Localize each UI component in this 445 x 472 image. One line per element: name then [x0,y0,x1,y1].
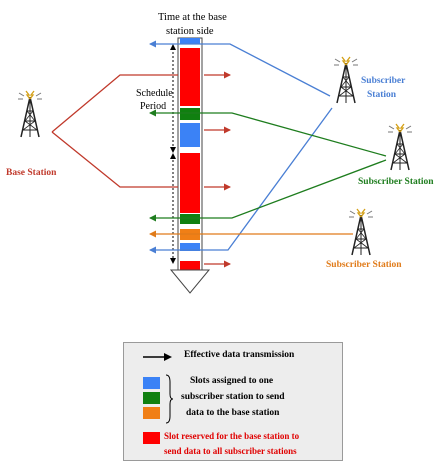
legend-reserved-line2: send data to all subscriber stations [164,446,297,456]
blue-uplink-1 [149,40,331,97]
base-station-label: Base Station [6,168,57,178]
legend-slots-line3: data to the base station [186,408,280,418]
legend-swatch-orange [143,407,160,419]
scheduling-diagram [17,37,413,294]
subscriber-tower-2-icon [387,123,413,171]
slot-red-2 [180,153,200,213]
legend-slots-line2: subscriber station to send [181,392,285,402]
subscriber-1-label-line1: Subscriber [361,76,406,86]
slot-blue-1 [180,123,200,147]
schedule-label-line1: Schedule [136,88,173,99]
arrow-right-icon [143,353,172,361]
legend-swatch-green [143,392,160,404]
base-link-1 [51,74,178,133]
time-title-line1: Time at the base [158,12,227,23]
slot-red-1 [180,48,200,106]
legend-slots-line1: Slots assigned to one [190,376,274,386]
slot-red-3 [180,261,200,270]
slot-blue-2 [180,243,200,251]
base-link-2 [51,131,178,188]
legend-brace-icon [165,374,174,424]
green-uplink-1 [149,109,387,157]
subscriber-1-label-line2: Station [367,90,397,100]
base-station-tower-icon [17,90,43,138]
time-axis-arrowhead [169,269,211,294]
slot-green-1 [180,108,200,120]
legend-box: Effective data transmission Slots assign… [123,342,343,461]
slot-blue-top [180,38,200,44]
time-axis [169,37,211,294]
subscriber-3-label: Subscriber Station [326,260,402,270]
legend-arrow-label: Effective data transmission [184,350,295,360]
subscriber-tower-3-icon [348,208,374,256]
legend-reserved-line1: Slot reserved for the base station to [164,431,300,441]
schedule-label-line2: Period [140,101,167,112]
blue-uplink-2 [149,107,333,254]
slot-empty [180,254,200,258]
legend-swatch-red [143,432,160,444]
green-uplink-2 [149,159,387,222]
slot-green-2 [180,214,200,224]
legend-swatch-blue [143,377,160,389]
subscriber-tower-1-icon [333,56,359,104]
subscriber-2-label: Subscriber Station [358,177,434,187]
time-title-line2: station side [166,26,214,37]
